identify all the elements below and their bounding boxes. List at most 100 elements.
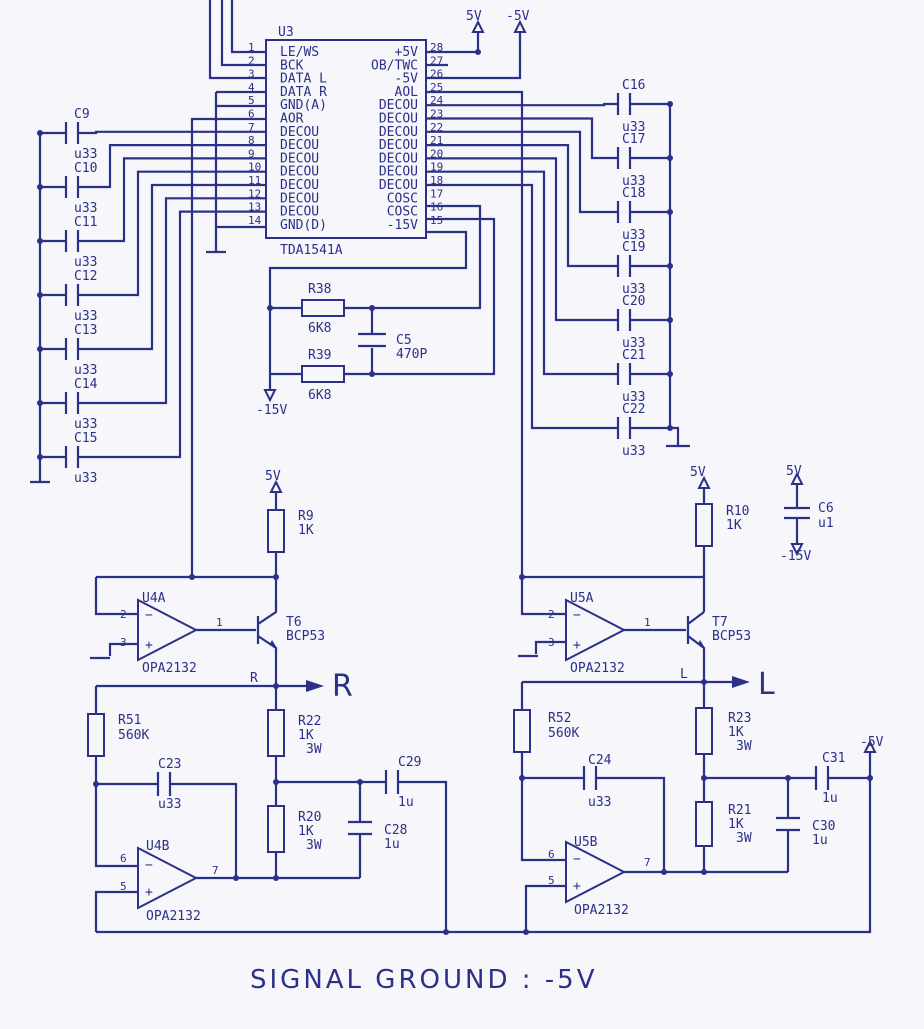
output-label-r: R [332, 669, 353, 704]
c23-ref: C23 [158, 757, 181, 772]
u3-pin-10-number: 10 [248, 161, 261, 174]
u3-pin-20-name: DECOU [379, 151, 418, 166]
cap-c9 [64, 122, 80, 144]
r39-ref: R39 [308, 348, 331, 363]
u4b-ref: U4B [146, 839, 170, 854]
r9-supply-label: 5V [265, 469, 281, 484]
r52-ref: R52 [548, 711, 571, 726]
u3-pin-17-number: 17 [430, 187, 443, 200]
r22-value: 1K [298, 728, 314, 743]
c6-bottom-label: -15V [780, 549, 811, 564]
u4b-minus-sign: − [145, 858, 153, 873]
u3-pin-10-name: DECOU [280, 165, 319, 180]
u3-pin-1-name: LE/WS [280, 45, 319, 60]
u4a-pin-out: 1 [216, 616, 223, 629]
u3-pin-22-number: 22 [430, 121, 443, 134]
cap-c12-ref: C12 [74, 269, 97, 284]
r51-resistor [87, 713, 105, 757]
ic-u3-ref: U3 [278, 25, 294, 40]
cap-c13-ref: C13 [74, 323, 97, 338]
osc-supply-label: -15V [256, 403, 287, 418]
t6-part: BCP53 [286, 629, 325, 644]
u3-pin-9-number: 9 [248, 147, 255, 160]
r10-resistor [695, 503, 713, 547]
cap-c18-ref: C18 [622, 186, 645, 201]
r51-value: 560K [118, 728, 149, 743]
u3-pin-28-number: 28 [430, 41, 443, 54]
c6-ref: C6 [818, 501, 834, 516]
supply-arrow-5v [471, 19, 485, 33]
u5a-minus-sign: − [573, 608, 581, 623]
u5a-pin-minus: 2 [548, 608, 555, 621]
u5b-plus-sign: + [573, 879, 581, 894]
u4a-plus-sign: + [145, 638, 153, 653]
r20-value: 1K [298, 824, 314, 839]
cap-c18-value: u33 [622, 228, 645, 243]
u3-pin-23-number: 23 [430, 108, 443, 121]
u3-pin-11-number: 11 [248, 174, 261, 187]
r23-value: 1K [728, 725, 744, 740]
net-label-l: L [680, 667, 688, 682]
u3-pin-5-number: 5 [248, 94, 255, 107]
u3-pin-12-number: 12 [248, 187, 261, 200]
cap-c18 [616, 201, 632, 223]
u4a-part: OPA2132 [142, 661, 197, 676]
u3-pin-3-number: 3 [248, 68, 255, 81]
u3-pin-4-name: DATA R [280, 85, 327, 100]
l-stage-supply-label: -5V [860, 735, 884, 750]
cap-c17-ref: C17 [622, 132, 645, 147]
u3-pin-24-name: DECOU [379, 98, 418, 113]
left-decoupling-caps: C9u33C10u33C11u33C12u33C13u33C14u33C15u3… [37, 107, 266, 486]
cap-c22 [616, 417, 632, 439]
u3-pin-19-number: 19 [430, 161, 443, 174]
t7-ref: T7 [712, 615, 728, 630]
osc-supply-arrow [263, 389, 277, 403]
u3-pin-5-name: GND(A) [280, 98, 327, 113]
cap-c14 [64, 392, 80, 414]
u3-pin-6-name: AOR [280, 112, 304, 127]
u4a-pin-minus: 2 [120, 608, 127, 621]
cap-c14-value: u33 [74, 417, 97, 432]
cap-c14-ref: C14 [74, 377, 98, 392]
r10-ref: R10 [726, 504, 749, 519]
u5b-opamp [565, 840, 627, 904]
u4a-ref: U4A [142, 591, 166, 606]
c28-capacitor [348, 820, 372, 836]
u3-pin-23-name: DECOU [379, 112, 418, 127]
u3-pin-2-name: BCK [280, 58, 304, 73]
output-stage-l: 5V R10 1K U5A OPA2132 2 3 1 − + T7 BCP53… [513, 465, 884, 932]
u4a-minus-sign: − [145, 608, 153, 623]
u4b-pin-minus: 6 [120, 852, 127, 865]
signal-ground-caption: SIGNAL GROUND : -5V [250, 965, 597, 995]
u5a-ref: U5A [570, 591, 594, 606]
r39-value: 6K8 [308, 388, 331, 403]
u3-pin-21-number: 21 [430, 134, 443, 147]
c29-capacitor [384, 770, 400, 794]
r20-ref: R20 [298, 810, 321, 825]
aor-wire [190, 117, 266, 577]
cap-c10 [64, 176, 80, 198]
u3-pin-7-name: DECOU [280, 125, 319, 140]
r21-resistor [695, 801, 713, 847]
cap-c19-value: u33 [622, 282, 645, 297]
u5b-pin-minus: 6 [548, 848, 555, 861]
c6-decoupling: 5V -15V C6 u1 [780, 464, 834, 564]
u5a-part: OPA2132 [570, 661, 625, 676]
cap-c11 [64, 230, 80, 252]
c28-value: 1u [384, 837, 400, 852]
cap-c15 [64, 446, 80, 468]
r10-supply-label: 5V [690, 465, 706, 480]
r9-resistor [267, 509, 285, 553]
output-label-l: L [758, 667, 775, 702]
u3-pin-15-number: 15 [430, 214, 443, 227]
cap-c12 [64, 284, 80, 306]
cap-c20-ref: C20 [622, 294, 645, 309]
u5b-ref: U5B [574, 835, 598, 850]
r21-ref: R21 [728, 803, 751, 818]
u3-pin-6-number: 6 [248, 108, 255, 121]
u3-pin-18-name: DECOU [379, 178, 418, 193]
r51-ref: R51 [118, 713, 141, 728]
c5-ref: C5 [396, 333, 412, 348]
